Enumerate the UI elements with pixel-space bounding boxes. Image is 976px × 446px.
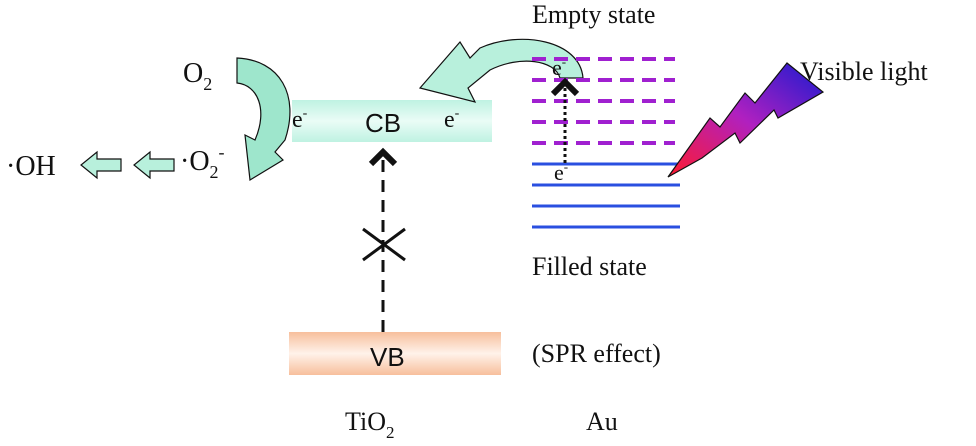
o2-reduction-curved-arrow bbox=[236, 57, 291, 182]
electron-transfer-curved-arrow bbox=[418, 38, 584, 103]
filled-state-levels bbox=[532, 162, 680, 229]
cb-electron-right: e- bbox=[444, 106, 460, 133]
conversion-arrow-1 bbox=[133, 150, 175, 180]
vb-label: VB bbox=[370, 342, 405, 372]
lightning-bolt-icon bbox=[667, 62, 825, 178]
au-ground-electron: e- bbox=[554, 159, 568, 185]
conversion-arrow-2 bbox=[80, 150, 122, 180]
au-excited-electron: e- bbox=[552, 54, 566, 80]
o2-label: O2 bbox=[183, 58, 212, 94]
superoxide-label: ·O2- bbox=[180, 142, 225, 182]
conduction-band bbox=[292, 100, 492, 142]
valence-band bbox=[289, 332, 501, 375]
tio2-label: TiO2 bbox=[345, 407, 394, 442]
hydroxyl-radical-label: ·OH bbox=[6, 151, 56, 182]
blocked-x-icon bbox=[362, 227, 406, 262]
spr-effect-label: (SPR effect) bbox=[532, 339, 661, 368]
cb-label: CB bbox=[365, 108, 401, 138]
visible-light-label: Visible light bbox=[800, 57, 928, 86]
au-label: Au bbox=[586, 407, 618, 436]
empty-state-label: Empty state bbox=[532, 0, 655, 29]
filled-state-label: Filled state bbox=[532, 252, 647, 281]
cb-electron-left: e- bbox=[292, 106, 308, 133]
